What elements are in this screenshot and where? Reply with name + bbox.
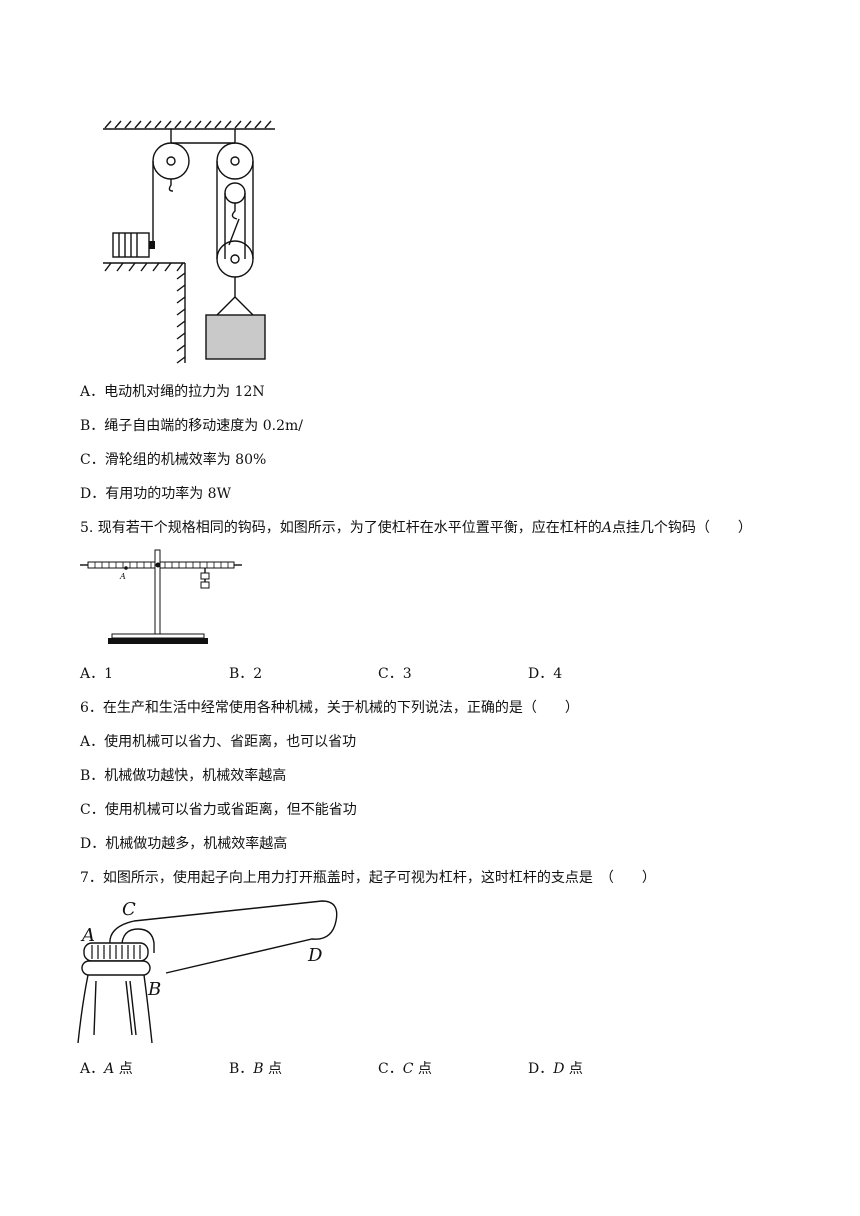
q5-option-c[interactable]: C．3 xyxy=(378,666,412,682)
q6-option-d[interactable]: D．机械做功越多，机械效率越高 xyxy=(80,836,288,852)
lever-figure: A xyxy=(80,549,242,644)
q7-option-c[interactable]: C．C 点 xyxy=(378,1061,432,1077)
opener-label-a: A xyxy=(80,925,95,946)
opener-label-c: C xyxy=(122,899,136,920)
q4-option-a[interactable]: A．电动机对绳的拉力为 12N xyxy=(80,384,265,400)
q6-stem: 6．在生产和生活中经常使用各种机械，关于机械的下列说法，正确的是（ ） xyxy=(80,700,579,716)
q7-option-d[interactable]: D．D 点 xyxy=(528,1061,583,1077)
q4-option-d[interactable]: D．有用功的功率为 8W xyxy=(80,486,231,502)
q7-stem: 7．如图所示，使用起子向上用力打开瓶盖时，起子可视为杠杆，这时杠杆的支点是 （ … xyxy=(80,870,656,886)
q6-option-a[interactable]: A．使用机械可以省力、省距离，也可以省功 xyxy=(80,734,357,750)
bottle-opener-figure: C A B D xyxy=(77,899,338,1044)
q5-stem: 5. 现有若干个规格相同的钩码，如图所示，为了使杠杆在水平位置平衡，应在杠杆的A… xyxy=(80,520,752,536)
q4-option-c[interactable]: C．滑轮组的机械效率为 80% xyxy=(80,452,267,468)
q7-option-a[interactable]: A．A 点 xyxy=(80,1061,133,1077)
lever-label-a: A xyxy=(119,572,126,581)
q5-option-d[interactable]: D．4 xyxy=(528,666,563,682)
opener-label-d: D xyxy=(307,945,323,966)
q7-option-b[interactable]: B．B 点 xyxy=(229,1061,283,1077)
q6-option-b[interactable]: B．机械做功越快，机械效率越高 xyxy=(80,768,287,784)
q5-option-b[interactable]: B．2 xyxy=(229,666,263,682)
q6-option-c[interactable]: C．使用机械可以省力或省距离，但不能省功 xyxy=(80,802,357,818)
q5-option-a[interactable]: A．1 xyxy=(80,666,114,682)
pulley-system-figure xyxy=(103,120,275,364)
q4-option-b[interactable]: B．绳子自由端的移动速度为 0.2m/ xyxy=(80,418,304,434)
opener-label-b: B xyxy=(147,979,161,1000)
